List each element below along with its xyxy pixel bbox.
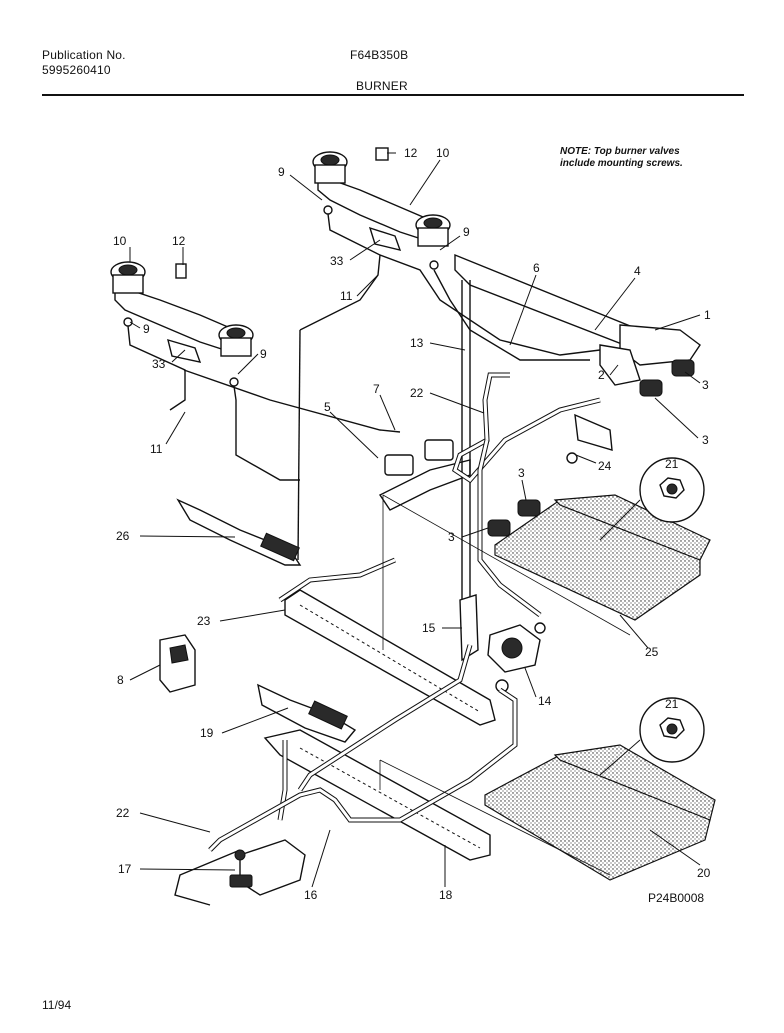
callout-20: 20	[697, 866, 711, 880]
callout-6: 6	[533, 261, 540, 275]
callout-7: 7	[373, 382, 380, 396]
header-rule	[42, 94, 744, 96]
callout-23: 23	[197, 614, 211, 628]
callout-9-top-right: 9	[463, 225, 470, 239]
callout-13: 13	[410, 336, 424, 350]
valve-5	[384, 454, 414, 476]
callout-24: 24	[598, 459, 612, 473]
callout-4: 4	[634, 264, 641, 278]
revision-date: 11/94	[42, 998, 72, 1012]
drawing-code: P24B0008	[648, 891, 705, 905]
callout-12-left: 12	[172, 234, 186, 248]
callout-16: 16	[304, 888, 318, 902]
callout-11-left: 11	[150, 442, 163, 456]
left-burner-assembly	[110, 261, 254, 387]
valve-7	[424, 439, 454, 461]
valve-14	[487, 622, 546, 693]
clip-3-a	[671, 359, 695, 377]
callout-12-top: 12	[404, 146, 418, 160]
callout-3-d: 3	[448, 530, 455, 544]
callout-9-left-rear: 9	[143, 322, 150, 336]
lower-tubes	[174, 644, 518, 906]
note-line-2: include mounting screws.	[560, 158, 683, 169]
callout-22-upper: 22	[410, 386, 424, 400]
clip-3-d	[487, 519, 511, 537]
broil-burner-18	[263, 729, 491, 861]
callout-10-left: 10	[113, 234, 127, 248]
assembly-lines	[379, 494, 631, 876]
model-number: F64B350B	[350, 48, 409, 62]
callout-22-lower: 22	[116, 806, 130, 820]
clip-3-b	[639, 379, 663, 397]
callout-3-a: 3	[702, 378, 709, 392]
callout-21-upper: 21	[665, 457, 679, 471]
leader-lines	[129, 152, 701, 888]
callout-26: 26	[116, 529, 130, 543]
baffle-20	[484, 744, 716, 881]
bracket-15	[459, 594, 479, 662]
callout-18: 18	[439, 888, 453, 902]
bracket-12-left	[175, 263, 187, 279]
callout-25: 25	[645, 645, 659, 659]
bracket-12-top	[375, 147, 389, 161]
callout-9-left-front: 9	[260, 347, 267, 361]
publication-number: 5995260410	[42, 63, 111, 77]
part-8-block	[159, 634, 196, 693]
bracket-33-top	[368, 226, 402, 251]
callout-14: 14	[538, 694, 552, 708]
igniter-19	[257, 683, 357, 743]
callout-33-left: 33	[152, 357, 166, 371]
baffle-25	[494, 494, 711, 621]
callout-10-top: 10	[436, 146, 450, 160]
callout-5: 5	[324, 400, 331, 414]
callout-33-top: 33	[330, 254, 344, 268]
rear-burner-assembly	[312, 147, 451, 270]
callout-19: 19	[200, 726, 214, 740]
callout-labels: 12 10 9 9 33 11 10 12 9 9 33 11 6 4 1 13…	[113, 146, 711, 902]
section-title: BURNER	[356, 79, 408, 93]
callout-3-b: 3	[702, 433, 709, 447]
gas-tube-22	[452, 372, 601, 617]
fitting-24	[574, 413, 613, 451]
callout-3-c: 3	[518, 466, 525, 480]
callout-21-lower: 21	[665, 697, 679, 711]
safety-valve-17	[229, 839, 306, 896]
igniter-26	[176, 498, 302, 566]
publication-label: Publication No.	[42, 48, 126, 62]
nut-detail-21-lower	[599, 697, 705, 776]
callout-15: 15	[422, 621, 436, 635]
mounting-note: NOTE: Top burner valves include mounting…	[560, 146, 683, 170]
clip-3-c	[517, 499, 541, 517]
callout-17: 17	[118, 862, 132, 876]
note-line-1: NOTE: Top burner valves	[560, 146, 680, 157]
callout-1: 1	[704, 308, 711, 322]
callout-9-top-left: 9	[278, 165, 285, 179]
callout-8: 8	[117, 673, 124, 687]
nut-detail-21-upper	[599, 457, 705, 541]
callout-2: 2	[598, 368, 605, 382]
callout-11-top: 11	[340, 289, 353, 303]
